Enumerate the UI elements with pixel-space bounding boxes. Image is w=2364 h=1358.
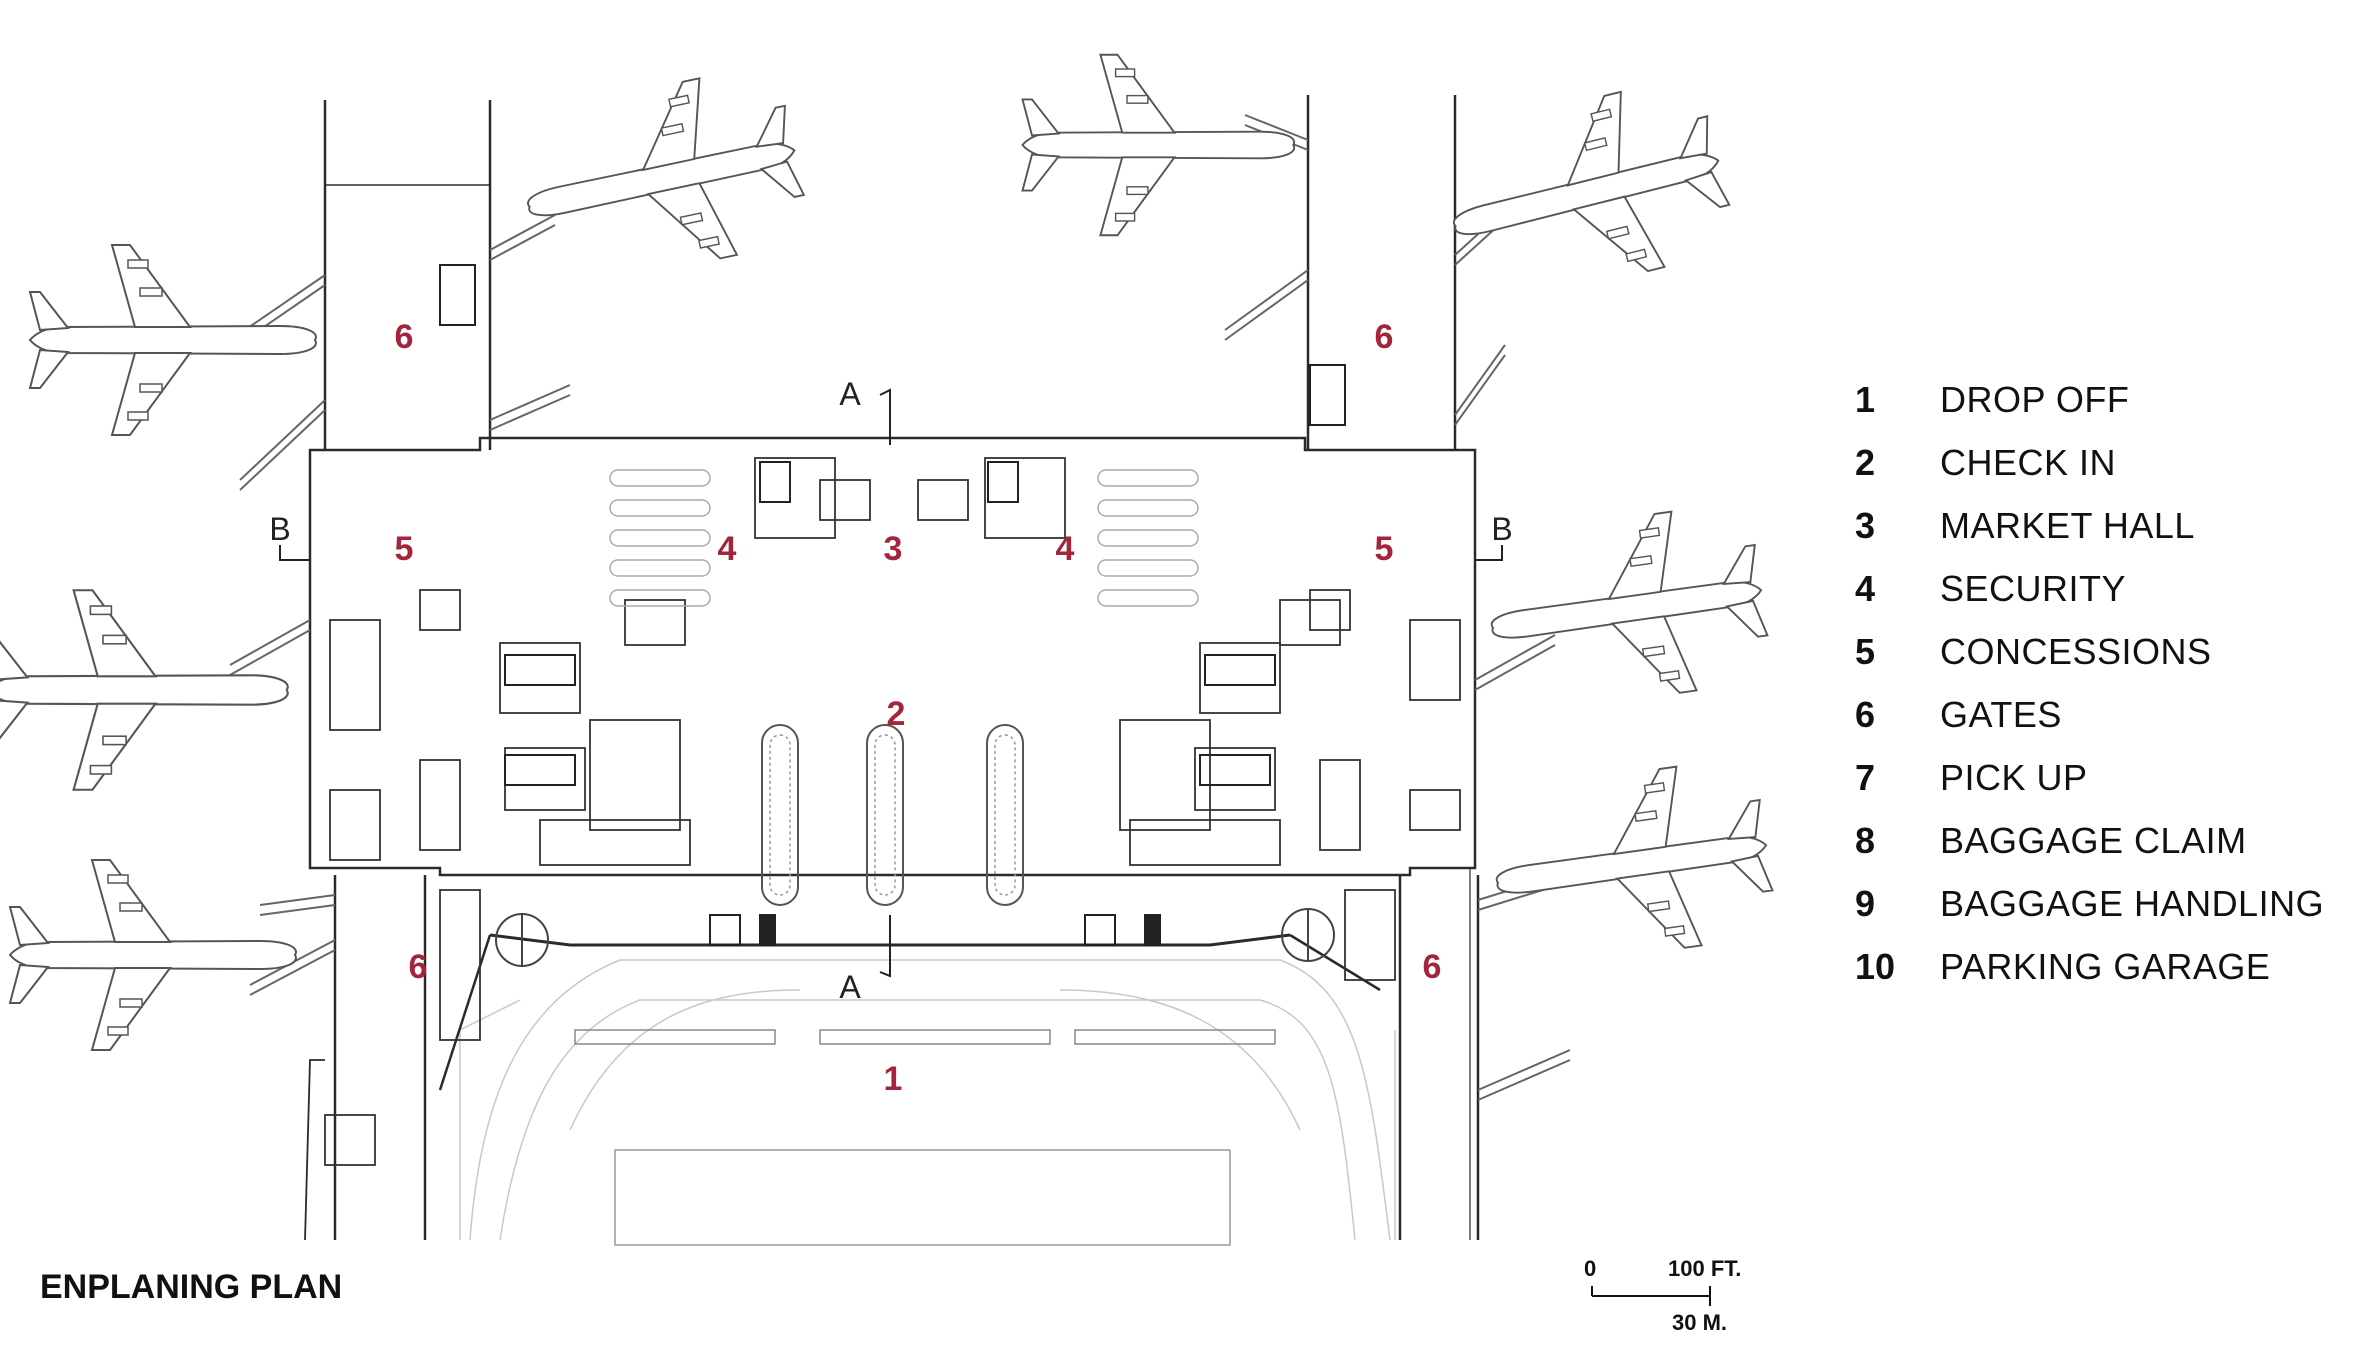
section-cut-lines [279, 388, 1503, 978]
legend-number: 7 [1855, 756, 1876, 798]
round-kiosks [495, 908, 1335, 967]
legend-item: 1 DROP OFF [1855, 368, 2355, 431]
legend-item: 4 SECURITY [1855, 557, 2355, 620]
legend-number: 4 [1855, 567, 1876, 609]
legend-label: CONCESSIONS [1940, 630, 2212, 672]
interior-partitions [324, 457, 1461, 1166]
zone-label-gates-sw: 6 [409, 948, 428, 986]
legend-label: CHECK IN [1940, 441, 2117, 483]
legend-label: DROP OFF [1940, 378, 2130, 420]
legend-item: 5 CONCESSIONS [1855, 620, 2355, 683]
legend-number: 1 [1855, 378, 1876, 420]
baggage-carousels [761, 724, 1024, 906]
legend-label: BAGGAGE CLAIM [1940, 819, 2247, 861]
roadway-layer [459, 959, 1396, 1246]
stair-cores [439, 264, 1346, 946]
scale-meters: 30 M. [1672, 1310, 1728, 1335]
zone-label-concessions-w: 5 [395, 530, 414, 568]
legend-item: 7 PICK UP [1855, 746, 2355, 809]
zone-label-security-w: 4 [718, 530, 737, 568]
legend-item: 3 MARKET HALL [1855, 494, 2355, 557]
legend-item: 8 BAGGAGE CLAIM [1855, 809, 2355, 872]
section-mark-a-bottom: A [839, 969, 861, 1005]
legend: 1 DROP OFF 2 CHECK IN 3 MARKET HALL 4 SE… [1855, 368, 2355, 998]
jet-bridges [229, 114, 1576, 1101]
legend-number: 6 [1855, 693, 1876, 735]
legend-item: 2 CHECK IN [1855, 431, 2355, 494]
zone-label-gates-se: 6 [1423, 948, 1442, 986]
legend-label: MARKET HALL [1940, 504, 2195, 546]
zone-label-concessions-e: 5 [1375, 530, 1394, 568]
zone-label-market-hall: 3 [884, 530, 903, 568]
section-mark-a-top: A [839, 376, 861, 412]
zone-label-drop-off: 1 [884, 1060, 903, 1098]
legend-label: PARKING GARAGE [1940, 945, 2271, 987]
legend-number: 5 [1855, 630, 1876, 672]
legend-number: 9 [1855, 882, 1876, 924]
legend-number: 10 [1855, 945, 1896, 987]
legend-label: SECURITY [1940, 567, 2127, 609]
legend-number: 8 [1855, 819, 1876, 861]
scale-feet: 100 FT. [1668, 1256, 1742, 1281]
zone-labels: 6 6 5 4 3 4 5 2 6 6 1 [395, 318, 1442, 1098]
zone-label-gates-ne: 6 [1375, 318, 1394, 356]
zone-label-security-e: 4 [1056, 530, 1075, 568]
plan-title: ENPLANING PLAN [40, 1268, 343, 1306]
legend-item: 9 BAGGAGE HANDLING [1855, 872, 2355, 935]
scale-bar [1591, 1286, 1711, 1306]
section-mark-b-right: B [1491, 511, 1512, 547]
section-mark-b-left: B [269, 511, 290, 547]
zone-label-gates-nw: 6 [395, 318, 414, 356]
legend-label: GATES [1940, 693, 2062, 735]
legend-label: PICK UP [1940, 756, 2088, 798]
legend-number: 2 [1855, 441, 1876, 483]
legend-item: 10 PARKING GARAGE [1855, 935, 2355, 998]
security-lanes [609, 469, 1199, 607]
legend-label: BAGGAGE HANDLING [1940, 882, 2325, 924]
legend-number: 3 [1855, 504, 1876, 546]
scale-zero: 0 [1584, 1256, 1597, 1281]
legend-item: 6 GATES [1855, 683, 2355, 746]
zone-label-check-in: 2 [887, 695, 906, 733]
